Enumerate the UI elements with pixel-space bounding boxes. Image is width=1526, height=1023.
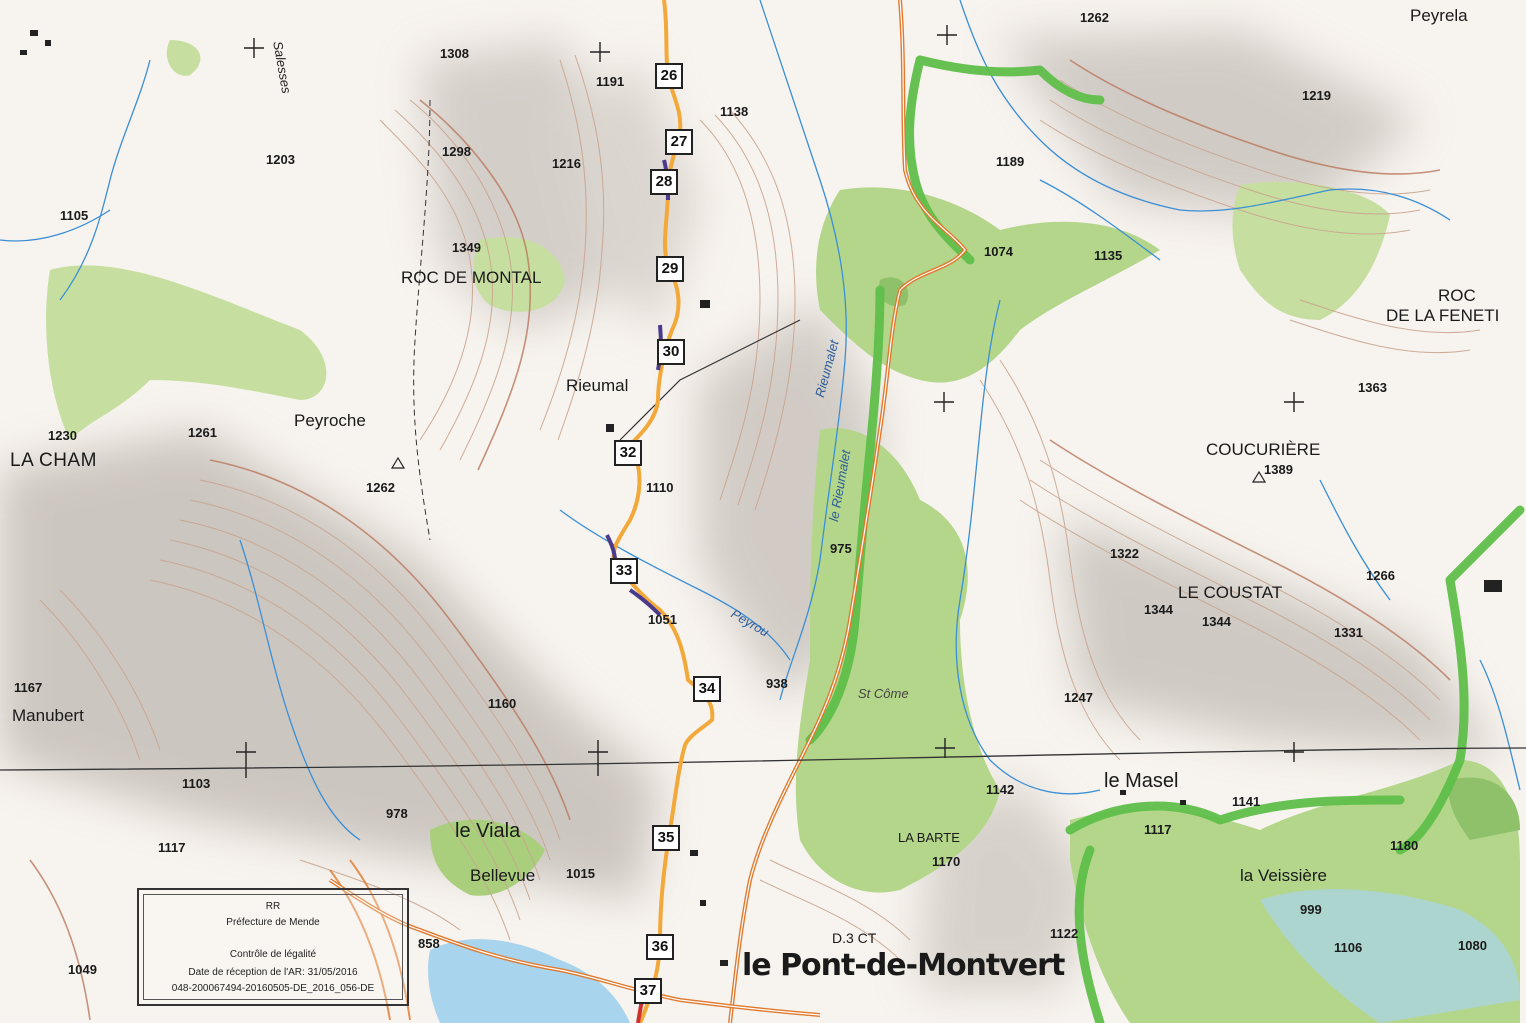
place-peyrela: Peyrela — [1410, 6, 1468, 25]
place-peyroche: Peyroche — [294, 411, 366, 430]
route-marker[interactable]: 37 — [634, 978, 662, 1004]
place-la-barte: LA BARTE — [898, 830, 960, 845]
stamp-line: Date de réception de l'AR: 31/05/2016 — [188, 967, 358, 978]
park-boundary — [805, 55, 1525, 1023]
place-la-cham: LA CHAM — [10, 450, 97, 471]
altitude-label: 1308 — [440, 46, 469, 61]
place-roc: ROC — [1438, 286, 1476, 305]
altitude-label: 1180 — [1390, 838, 1419, 853]
altitude-label: 1074 — [984, 244, 1013, 259]
road-label-d3ct: D.3 CT — [832, 930, 877, 946]
altitude-label: 1230 — [48, 428, 77, 443]
place-le-coustat: LE COUSTAT — [1178, 583, 1283, 602]
altitude-label: 1167 — [14, 680, 43, 695]
altitude-label: 1203 — [266, 152, 295, 167]
route-marker[interactable]: 34 — [693, 676, 721, 702]
stamp-line: Contrôle de légalité — [229, 949, 317, 960]
route-marker[interactable]: 35 — [652, 825, 680, 851]
forest-areas — [46, 40, 1520, 1023]
altitude-label: 1322 — [1110, 546, 1139, 561]
altitude-label: 1349 — [452, 240, 481, 255]
altitude-label: 1160 — [488, 696, 517, 711]
altitude-label: 1142 — [986, 782, 1015, 797]
altitude-label: 1117 — [158, 840, 186, 855]
place-st-come: St Côme — [858, 686, 909, 701]
altitude-label: 1138 — [720, 104, 749, 119]
altitude-label: 1080 — [1458, 938, 1487, 953]
altitude-label: 1216 — [552, 156, 581, 171]
route-marker[interactable]: 28 — [650, 169, 678, 195]
place-le-masel: le Masel — [1104, 770, 1179, 792]
streams — [0, 0, 1521, 841]
stamp-inner-border — [143, 894, 403, 1000]
altitude-label: 1117 — [1144, 822, 1172, 837]
altitude-label: 1106 — [1334, 940, 1363, 955]
route-marker[interactable]: 27 — [665, 129, 693, 155]
route-marker[interactable]: 30 — [657, 339, 685, 365]
altitude-label: 999 — [1300, 902, 1322, 917]
altitude-label: 1122 — [1050, 926, 1079, 941]
place-le-pont-de-montvert: le Pont-de-Montvert — [742, 948, 1065, 983]
prefecture-stamp: RR Préfecture de Mende Contrôle de légal… — [137, 888, 409, 1006]
route-marker[interactable]: 33 — [610, 558, 638, 584]
altitude-label: 1219 — [1302, 88, 1331, 103]
altitude-label: 978 — [386, 806, 408, 821]
route-marker[interactable]: 32 — [614, 440, 642, 466]
altitude-label: 858 — [418, 936, 440, 951]
altitude-label: 938 — [766, 676, 788, 691]
place-roc-de-montal: ROC DE MONTAL — [401, 268, 542, 287]
altitude-label: 1389 — [1264, 462, 1293, 477]
altitude-label: 1015 — [566, 866, 595, 881]
altitude-label: 1363 — [1358, 380, 1387, 395]
altitude-label: 1103 — [182, 776, 211, 791]
place-bellevue: Bellevue — [470, 866, 536, 885]
trig-points — [390, 456, 1267, 483]
altitude-label: 1110 — [646, 480, 674, 495]
route-marker[interactable]: 29 — [656, 256, 684, 282]
route-marker[interactable]: 36 — [646, 934, 674, 960]
stamp-line: RR — [265, 901, 281, 912]
altitude-label: 1262 — [1080, 10, 1109, 25]
stamp-line: 048-200067494-20160505-DE_2016_056-DE — [171, 983, 375, 994]
altitude-label: 1135 — [1094, 248, 1123, 263]
altitude-label: 1344 — [1144, 602, 1173, 617]
place-la-veissiere: la Veissière — [1240, 866, 1327, 885]
altitude-label: 1051 — [648, 612, 677, 627]
altitude-label: 1261 — [188, 425, 217, 440]
place-coucuriere: COUCURIÈRE — [1206, 440, 1321, 459]
altitude-label: 975 — [830, 541, 852, 556]
altitude-label: 1266 — [1366, 568, 1395, 583]
altitude-label: 1189 — [996, 154, 1025, 169]
place-de-la-feneti: DE LA FENETI — [1386, 306, 1500, 325]
contour-lines — [39, 54, 1481, 961]
altitude-label: 1049 — [68, 962, 97, 977]
altitude-label: 1170 — [932, 854, 961, 869]
altitude-label: 1191 — [596, 74, 625, 89]
buildings — [20, 30, 1502, 966]
survey-crosses — [236, 25, 1304, 778]
water-bodies — [428, 889, 1520, 1023]
index-contours — [29, 59, 1451, 1021]
place-rieumal: Rieumal — [566, 376, 629, 395]
altitude-label: 1331 — [1334, 625, 1363, 640]
altitude-label: 1247 — [1064, 690, 1093, 705]
place-manubert: Manubert — [12, 706, 84, 725]
altitude-label: 1105 — [60, 208, 89, 223]
altitude-label: 1298 — [442, 144, 471, 159]
route-marker[interactable]: 26 — [655, 63, 683, 89]
altitude-label: 1141 — [1232, 794, 1261, 809]
altitude-label: 1344 — [1202, 614, 1231, 629]
altitude-label: 1262 — [366, 480, 395, 495]
place-le-viala: le Viala — [455, 820, 521, 842]
stamp-line: Préfecture de Mende — [226, 917, 320, 928]
